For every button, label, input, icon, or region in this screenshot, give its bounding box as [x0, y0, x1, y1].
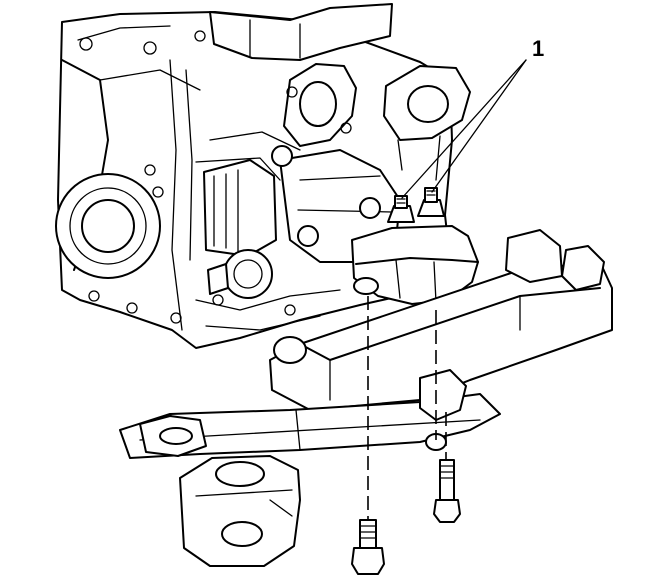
alignment-guides [367, 296, 447, 522]
engine-mount [351, 225, 479, 310]
callout-label: 1 [532, 36, 544, 61]
callout-leader-left [401, 59, 527, 199]
engine-mount-studs [387, 187, 445, 223]
callout-1: 1 [401, 36, 544, 199]
mount-stud-right [417, 187, 445, 217]
mount-base-nut [353, 277, 379, 295]
mount-bolt-right [433, 459, 461, 523]
mount-bolt-left [351, 519, 385, 575]
exhaust-flange-right [383, 65, 471, 181]
exhaust-flange-left [283, 63, 357, 147]
frame-crossmember [119, 229, 613, 567]
mount-stud-left [387, 195, 415, 223]
callout-leader-right [431, 59, 527, 193]
